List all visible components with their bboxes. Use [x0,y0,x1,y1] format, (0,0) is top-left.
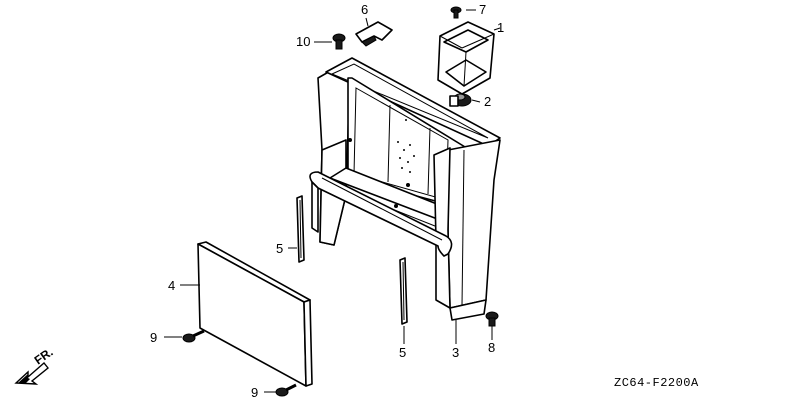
callout-10: 10 [296,34,310,49]
callout-9-upper: 9 [150,330,157,345]
diagram-code: ZC64-F2200A [614,376,699,390]
clamp-part-6 [355,21,393,47]
callout-6: 6 [361,2,368,17]
front-label: FR. [32,345,56,368]
bolt-part-8-icon [485,311,499,327]
frame-part-3 [309,57,501,321]
callout-3: 3 [452,345,459,360]
callout-7: 7 [479,2,486,17]
callout-8: 8 [488,340,495,355]
callout-labels: 7 1 2 6 10 4 5 5 3 8 9 9 [150,2,504,400]
bolt-part-9-upper-icon [182,329,205,343]
callout-5-left: 5 [276,241,283,256]
seal-strip-part-5-left [296,195,305,263]
clip-part-2 [449,93,472,107]
seal-strip-part-5-right [399,257,408,325]
callout-2: 2 [484,94,491,109]
bolt-part-9-lower-icon [275,383,297,397]
front-direction-arrow-icon [14,361,49,385]
screw-part-7-icon [450,6,462,19]
leader-lines [164,9,501,393]
callout-5-right: 5 [399,345,406,360]
callout-4: 4 [168,278,175,293]
bracket-box-part-1 [437,21,495,95]
callout-9-lower: 9 [251,385,258,400]
callout-1: 1 [497,20,504,35]
bolt-part-10-icon [332,33,346,50]
panel-part-4 [197,241,313,387]
